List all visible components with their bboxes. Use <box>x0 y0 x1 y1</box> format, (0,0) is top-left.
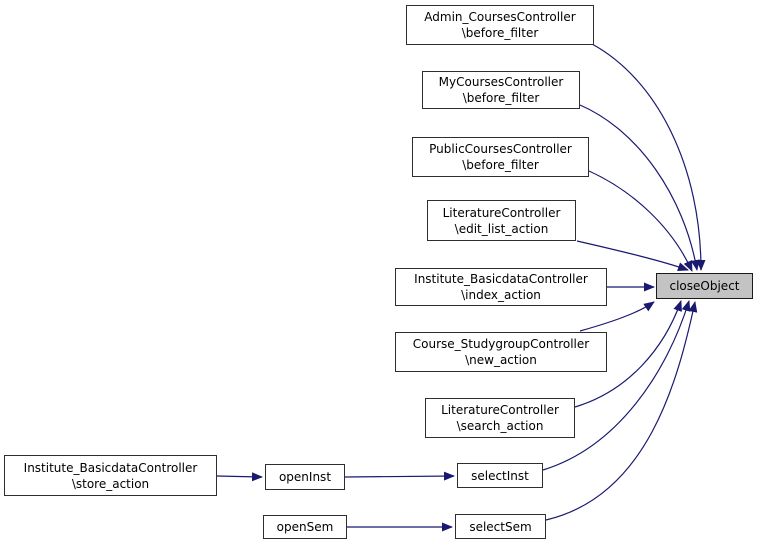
node-label-line1: Institute_BasicdataController <box>414 272 588 286</box>
node-institute-basicdata-index-action[interactable]: Institute_BasicdataController \index_act… <box>395 268 607 306</box>
node-label-line2: \before_filter <box>462 91 540 105</box>
edge-openinst-to-selectinst <box>344 471 455 481</box>
node-open-inst[interactable]: openInst <box>265 464 345 490</box>
node-label-line2: \new_action <box>465 353 537 367</box>
node-open-sem[interactable]: openSem <box>263 515 347 539</box>
node-label: selectSem <box>469 519 532 534</box>
node-label-line1: Institute_BasicdataController <box>23 460 198 475</box>
node-label-line2: \store_action <box>71 476 150 491</box>
edge-my-courses-before-filter-to-closeobject <box>579 104 700 271</box>
node-admin-courses-before-filter[interactable]: Admin_CoursesController \before_filter <box>406 5 594 45</box>
node-label-line1: LiteratureController <box>442 205 561 220</box>
edge-public-courses-before-filter-to-closeobject <box>588 170 693 272</box>
node-label: selectInst <box>471 468 529 483</box>
node-select-sem[interactable]: selectSem <box>455 514 546 539</box>
node-label-line2: \before_filter <box>462 158 539 172</box>
node-label-line1: MyCoursesController <box>438 75 564 89</box>
node-literature-search-action[interactable]: LiteratureController \search_action <box>425 398 575 438</box>
node-course-studygroup-new-action[interactable]: Course_StudygroupController \new_action <box>395 332 607 372</box>
node-label: openSem <box>276 520 334 534</box>
node-label-line2: \index_action <box>461 288 541 302</box>
node-public-courses-before-filter[interactable]: PublicCoursesController \before_filter <box>412 137 589 177</box>
node-label-line1: LiteratureController <box>441 403 559 417</box>
node-label-line2: \search_action <box>456 419 544 433</box>
edge-admin-courses-before-filter-to-closeobject <box>591 43 706 271</box>
node-select-inst[interactable]: selectInst <box>457 463 543 488</box>
node-institute-basicdata-store-action[interactable]: Institute_BasicdataController \store_act… <box>4 455 217 496</box>
node-my-courses-before-filter[interactable]: MyCoursesController \before_filter <box>422 71 580 109</box>
node-label-line2: \edit_list_action <box>454 221 549 236</box>
node-label: openInst <box>278 470 332 484</box>
node-close-object-target: closeObject <box>656 273 753 299</box>
edge-literature-search-action-to-closeobject <box>574 300 682 408</box>
edge-selectinst-to-closeobject <box>542 300 691 471</box>
node-label-line1: Admin_CoursesController <box>424 10 576 24</box>
node-label-line2: \before_filter <box>461 26 539 40</box>
node-label: closeObject <box>669 279 740 293</box>
node-label-line1: PublicCoursesController <box>429 142 572 156</box>
edge-institute-basicdata-store-action-to-openinst <box>216 472 263 482</box>
node-literature-edit-list-action[interactable]: LiteratureController \edit_list_action <box>427 200 576 241</box>
edge-literature-edit-list-action-to-closeobject <box>576 240 689 271</box>
edge-course-studygroup-new-action-to-closeobject <box>579 301 655 332</box>
node-label-line1: Course_StudygroupController <box>412 337 590 351</box>
edge-selectsem-to-closeobject <box>545 301 698 521</box>
